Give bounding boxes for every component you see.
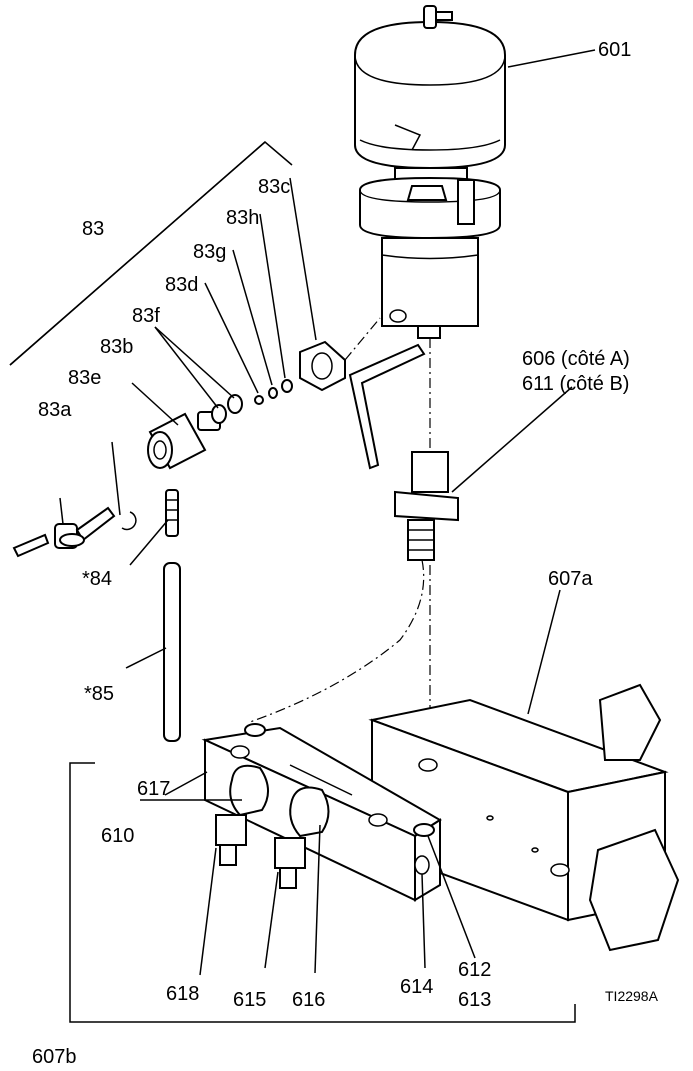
part-83d-ball bbox=[254, 395, 264, 405]
label-614: 614 bbox=[400, 976, 433, 998]
bracket-83 bbox=[9, 141, 293, 366]
label-83a: 83a bbox=[38, 399, 72, 421]
part-83c-nut bbox=[299, 340, 346, 392]
part-601-actuator bbox=[354, 5, 506, 339]
part-607a-manifold bbox=[368, 683, 680, 952]
label-611: 611 (côté B) bbox=[522, 373, 629, 395]
part-84-barb-fitting bbox=[165, 489, 179, 537]
part-83b-swivel-fitting bbox=[147, 411, 221, 470]
label-610: 610 bbox=[101, 825, 134, 847]
figure-reference: TI2298A bbox=[605, 988, 659, 1004]
label-612: 612 bbox=[458, 959, 491, 981]
label-83e: 83e bbox=[68, 367, 101, 389]
part-83a-valve-handle bbox=[12, 506, 116, 558]
part-83f-o-rings bbox=[211, 394, 243, 424]
label-83b: 83b bbox=[100, 336, 133, 358]
part-83h-seat bbox=[281, 379, 293, 393]
part-607b-manifold bbox=[201, 723, 442, 902]
label-83: 83 bbox=[82, 218, 104, 240]
part-83e-snap-ring bbox=[121, 511, 137, 531]
label-83c: 83c bbox=[258, 176, 290, 198]
label-606: 606 (côté A) bbox=[522, 348, 630, 370]
label-613: 613 bbox=[458, 989, 491, 1011]
label-83h: 83h bbox=[226, 207, 259, 229]
label-83g: 83g bbox=[193, 241, 226, 263]
label-85: *85 bbox=[84, 683, 114, 705]
label-615: 615 bbox=[233, 989, 266, 1011]
label-83f: 83f bbox=[132, 305, 160, 327]
label-607b: 607b bbox=[32, 1046, 77, 1068]
label-617: 617 bbox=[137, 778, 170, 800]
label-84: *84 bbox=[82, 568, 112, 590]
part-606-611-valve bbox=[348, 343, 459, 561]
label-607a: 607a bbox=[548, 568, 593, 590]
bracket-607b bbox=[69, 762, 576, 1023]
label-616: 616 bbox=[292, 989, 325, 1011]
part-83g-spring bbox=[268, 387, 278, 399]
leader-lines bbox=[59, 49, 596, 976]
label-601: 601 bbox=[598, 39, 631, 61]
label-618: 618 bbox=[166, 983, 199, 1005]
label-83d: 83d bbox=[165, 274, 198, 296]
part-85-tube bbox=[163, 562, 181, 742]
